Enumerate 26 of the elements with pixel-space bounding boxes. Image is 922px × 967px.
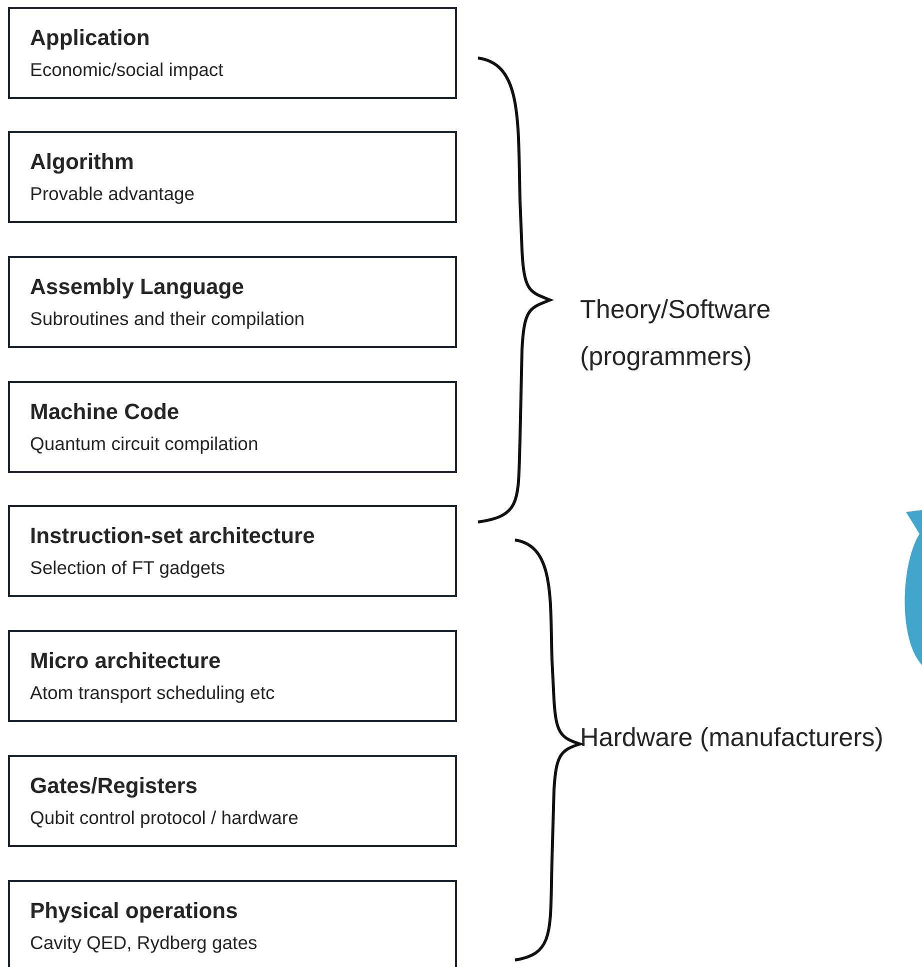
layer-title: Assembly Language [30,274,244,300]
layer-description: Selection of FT gadgets [30,557,226,579]
layer-box [8,7,457,99]
layer-description: Atom transport scheduling etc [30,682,275,704]
layer-title: Algorithm [30,149,134,175]
layer-title: Machine Code [30,399,180,425]
layer-description: Qubit control protocol / hardware [30,807,298,829]
layer-title: Physical operations [30,898,238,924]
layer-description: Subroutines and their compilation [30,308,305,330]
layer-description: Provable advantage [30,183,195,205]
group-label: Hardware (manufacturers) [580,721,884,754]
layer-title: Instruction-set architecture [30,523,315,549]
layer-box [8,131,457,223]
layer-box [8,381,457,473]
layer-box [8,505,457,597]
layer-description: Cavity QED, Rydberg gates [30,932,258,954]
group-label: Theory/Software (programmers) [580,293,772,373]
layer-title: Gates/Registers [30,773,198,799]
layer-box [8,630,457,722]
layer-title: Application [30,25,150,51]
layer-box [8,256,457,348]
layer-box [8,755,457,847]
layer-description: Quantum circuit compilation [30,433,258,455]
layer-box [8,880,457,967]
layer-title: Micro architecture [30,648,221,674]
layer-description: Economic/social impact [30,59,224,81]
